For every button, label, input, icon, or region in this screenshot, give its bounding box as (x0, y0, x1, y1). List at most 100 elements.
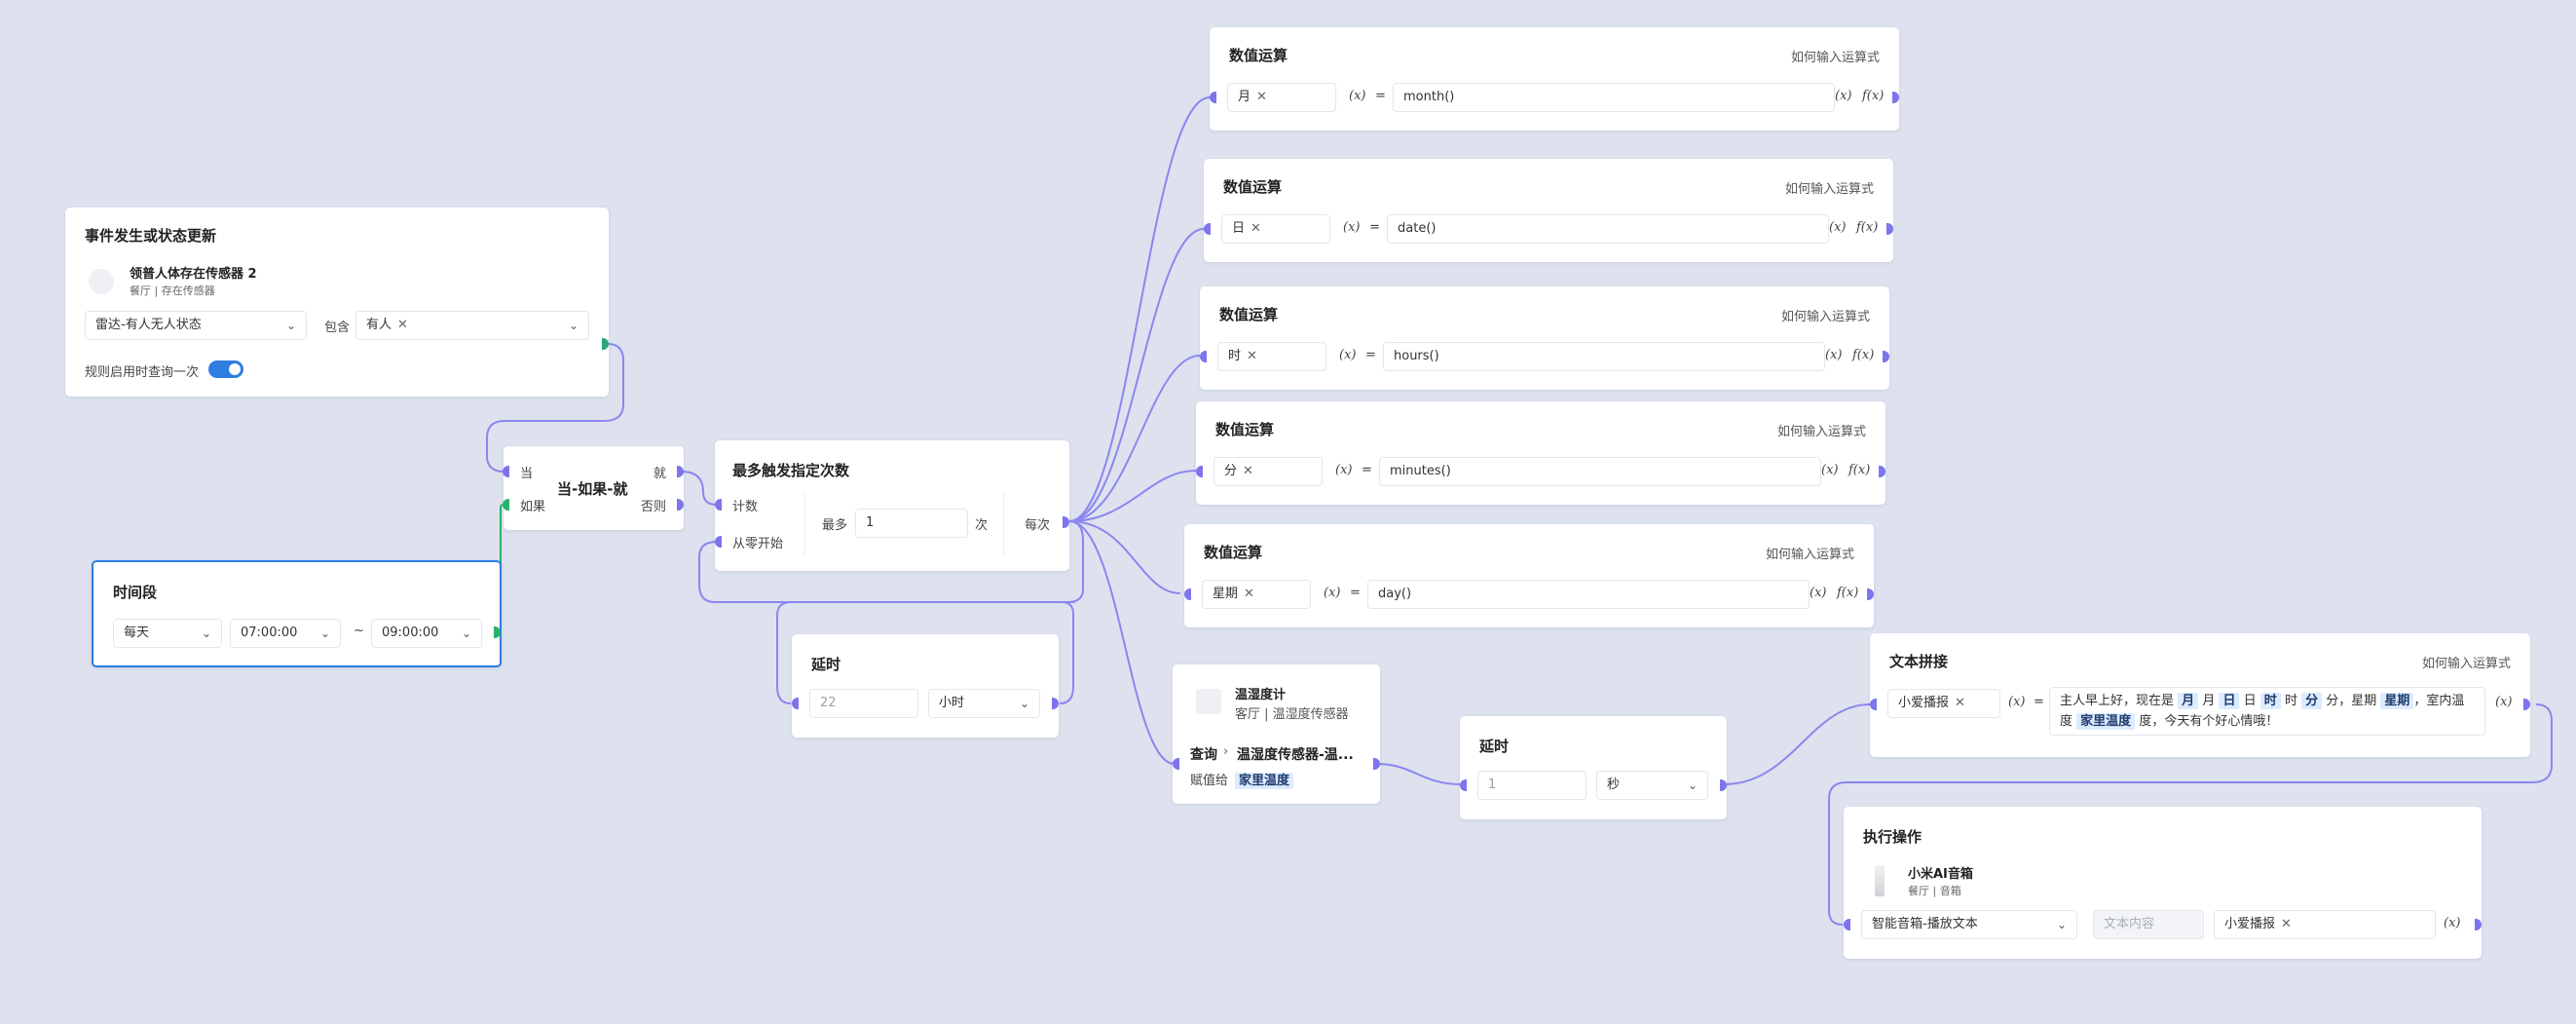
formula-help-link[interactable]: 如何输入运算式 (1780, 310, 1870, 324)
variable-select[interactable]: 分✕ (1213, 457, 1323, 486)
text-content-input[interactable]: 文本内容 (2093, 910, 2204, 939)
variable-select[interactable]: 小爱播报✕ (2214, 910, 2436, 939)
expression-input[interactable]: day() (1367, 580, 1810, 609)
variable-icon[interactable]: (x) (1829, 220, 1847, 235)
output-port[interactable] (2523, 699, 2530, 710)
text-concat-node[interactable]: 文本拼接 如何输入运算式 小爱播报✕ (x) = 主人早上好，现在是 月 月 日… (1870, 633, 2530, 757)
function-icon[interactable]: f(x) (1837, 586, 1859, 600)
variable-select[interactable]: 小爱播报✕ (1887, 689, 2000, 718)
time-node[interactable]: 时间段 每天⌄ 07:00:00⌄ ~ 09:00:00⌄ (92, 560, 502, 667)
delay-node-1[interactable]: 延时 22 小时⌄ (792, 634, 1059, 738)
else-output-port[interactable] (677, 499, 684, 511)
variable-select[interactable]: 星期✕ (1202, 580, 1311, 609)
var-month-token[interactable]: 月 (2178, 693, 2199, 709)
calc-node-date[interactable]: 数值运算 如何输入运算式 日✕ (x) = date() (x) f(x) (1204, 159, 1893, 262)
remove-icon[interactable]: ✕ (397, 318, 408, 332)
output-port[interactable] (2475, 919, 2482, 930)
max-count-input[interactable]: 1 (855, 509, 968, 538)
delay-unit-select[interactable]: 秒⌄ (1596, 771, 1708, 800)
output-port[interactable] (1879, 466, 1885, 477)
count-input-port[interactable] (715, 499, 722, 511)
input-port[interactable] (792, 698, 799, 709)
variable-icon[interactable]: (x) (1821, 463, 1839, 477)
var-minute-token[interactable]: 分 (2301, 693, 2323, 709)
remove-icon[interactable]: ✕ (1243, 464, 1253, 478)
variable-icon[interactable]: (x) (2008, 695, 2026, 709)
text-template-editor[interactable]: 主人早上好，现在是 月 月 日 日 时 时 分 分，星期 星期，室内温度 家里温… (2049, 687, 2485, 736)
output-port[interactable] (1892, 92, 1899, 103)
calc-node-day[interactable]: 数值运算 如何输入运算式 星期✕ (x) = day() (x) f(x) (1184, 524, 1874, 627)
input-port[interactable] (1173, 758, 1179, 770)
calc-node-hours[interactable]: 数值运算 如何输入运算式 时✕ (x) = hours() (x) f(x) (1200, 286, 1889, 390)
var-weekday-token[interactable]: 星期 (2380, 693, 2414, 709)
remove-icon[interactable]: ✕ (1251, 221, 1261, 236)
input-port[interactable] (1184, 588, 1191, 600)
output-port[interactable] (1883, 351, 1889, 362)
delay-value-input[interactable]: 22 (809, 689, 918, 718)
then-output-port[interactable] (677, 466, 684, 477)
var-temp-token[interactable]: 家里温度 (2076, 713, 2136, 730)
input-port[interactable] (1200, 351, 1207, 362)
output-port[interactable] (1720, 779, 1727, 791)
formula-help-link[interactable]: 如何输入运算式 (1790, 51, 1880, 65)
formula-help-link[interactable]: 如何输入运算式 (1765, 548, 1854, 562)
each-output-port[interactable] (1063, 516, 1069, 528)
variable-icon[interactable]: (x) (1835, 89, 1852, 103)
input-port[interactable] (1460, 779, 1467, 791)
output-port[interactable] (494, 626, 501, 638)
output-port[interactable] (1867, 588, 1874, 600)
assign-variable[interactable]: 家里温度 (1235, 770, 1294, 789)
start-time-select[interactable]: 07:00:00⌄ (230, 619, 341, 648)
calc-node-month[interactable]: 数值运算 如何输入运算式 月✕ (x) = month() (x) f(x) (1210, 27, 1899, 131)
input-port[interactable] (1870, 699, 1877, 710)
value-select[interactable]: 有人✕⌄ (355, 311, 589, 340)
expression-input[interactable]: date() (1387, 214, 1829, 244)
expression-input[interactable]: month() (1393, 83, 1835, 112)
function-icon[interactable]: f(x) (1848, 463, 1871, 477)
input-port[interactable] (1844, 919, 1850, 930)
query-target[interactable]: 温湿度传感器-温... (1237, 747, 1354, 763)
variable-icon[interactable]: (x) (1810, 586, 1827, 600)
expression-input[interactable]: hours() (1383, 342, 1825, 371)
action-node[interactable]: 执行操作 小米AI音箱 餐厅 | 音箱 智能音箱-播放文本⌄ 文本内容 小爱播报… (1844, 807, 2482, 959)
delay-unit-select[interactable]: 小时⌄ (928, 689, 1040, 718)
formula-help-link[interactable]: 如何输入运算式 (1784, 182, 1874, 197)
event-node[interactable]: 事件发生或状态更新 领普人体存在传感器 2 餐厅 | 存在传感器 雷达-有人无人… (65, 208, 609, 397)
remove-icon[interactable]: ✕ (2281, 917, 2292, 931)
remove-icon[interactable]: ✕ (1256, 90, 1267, 104)
query-once-toggle[interactable] (208, 360, 243, 378)
input-port[interactable] (1210, 92, 1216, 103)
variable-icon[interactable]: (x) (1349, 89, 1366, 103)
variable-icon[interactable]: (x) (1324, 586, 1341, 600)
end-time-select[interactable]: 09:00:00⌄ (371, 619, 482, 648)
variable-icon[interactable]: (x) (1335, 463, 1353, 477)
delay-value-input[interactable]: 1 (1477, 771, 1587, 800)
variable-select[interactable]: 时✕ (1217, 342, 1326, 371)
remove-icon[interactable]: ✕ (1244, 587, 1254, 601)
calc-node-minutes[interactable]: 数值运算 如何输入运算式 分✕ (x) = minutes() (x) f(x) (1196, 401, 1885, 505)
function-icon[interactable]: f(x) (1856, 220, 1879, 235)
output-port[interactable] (1052, 698, 1059, 709)
remove-icon[interactable]: ✕ (1247, 349, 1257, 363)
var-hour-token[interactable]: 时 (2259, 693, 2281, 709)
var-date-token[interactable]: 日 (2219, 693, 2240, 709)
formula-help-link[interactable]: 如何输入运算式 (2421, 657, 2511, 671)
delay-node-2[interactable]: 延时 1 秒⌄ (1460, 716, 1727, 819)
remove-icon[interactable]: ✕ (1955, 696, 1965, 710)
output-port[interactable] (1886, 223, 1893, 235)
formula-help-link[interactable]: 如何输入运算式 (1776, 425, 1866, 439)
function-icon[interactable]: f(x) (1862, 89, 1885, 103)
output-port[interactable] (1373, 758, 1380, 770)
function-icon[interactable]: f(x) (1852, 348, 1875, 362)
variable-select[interactable]: 日✕ (1221, 214, 1330, 244)
attribute-select[interactable]: 雷达-有人无人状态⌄ (85, 311, 307, 340)
when-input-port[interactable] (503, 466, 509, 477)
sensor-query-node[interactable]: 温湿度计 客厅 | 温湿度传感器 查询 › 温湿度传感器-温... 赋值给 家里… (1173, 664, 1380, 804)
if-input-port[interactable] (503, 499, 509, 511)
action-select[interactable]: 智能音箱-播放文本⌄ (1861, 910, 2077, 939)
reset-input-port[interactable] (715, 536, 722, 548)
max-trigger-node[interactable]: 最多触发指定次数 计数 从零开始 最多 1 次 每次 (715, 440, 1069, 571)
variable-icon[interactable]: (x) (1343, 220, 1361, 235)
input-port[interactable] (1204, 223, 1211, 235)
variable-select[interactable]: 月✕ (1227, 83, 1336, 112)
